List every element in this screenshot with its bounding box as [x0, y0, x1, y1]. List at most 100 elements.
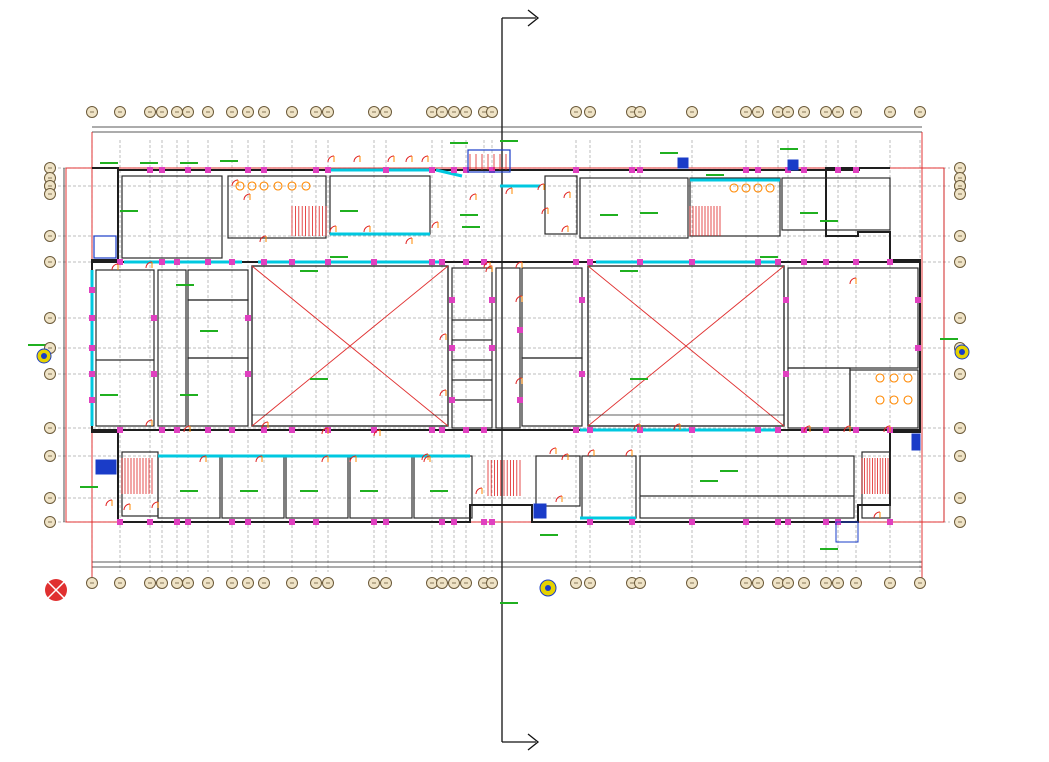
grid-bubble — [226, 106, 238, 118]
column — [887, 519, 893, 525]
column — [887, 259, 893, 265]
column — [451, 519, 457, 525]
column — [325, 259, 331, 265]
annotation-mark — [706, 174, 724, 176]
exterior-walls — [91, 167, 921, 523]
annotation-mark — [340, 210, 358, 212]
door-swing — [123, 503, 131, 511]
grid-bubble — [242, 106, 254, 118]
column — [587, 259, 593, 265]
column — [579, 297, 585, 303]
grid-bubble — [156, 106, 168, 118]
column — [245, 519, 251, 525]
column — [801, 259, 807, 265]
annotation-mark — [28, 344, 46, 346]
column — [775, 259, 781, 265]
grid-bubble — [832, 106, 844, 118]
column — [261, 427, 267, 433]
column — [439, 519, 445, 525]
grid-bubble — [44, 256, 56, 268]
grid-lines-vertical — [91, 140, 921, 572]
grid-bubble — [570, 106, 582, 118]
column — [823, 427, 829, 433]
annotation-mark — [180, 162, 198, 164]
column — [313, 519, 319, 525]
door-swing — [873, 511, 881, 519]
column — [439, 427, 445, 433]
column — [245, 371, 251, 377]
door-swing — [515, 377, 523, 385]
section-cut-line — [501, 9, 540, 751]
door-swing — [587, 449, 595, 457]
grid-bubble — [782, 106, 794, 118]
column — [89, 287, 95, 293]
annotation-mark — [100, 394, 118, 396]
column — [743, 167, 749, 173]
column — [915, 345, 921, 351]
grid-bubble — [258, 106, 270, 118]
structural-columns — [89, 167, 921, 525]
grid-bubble — [448, 106, 460, 118]
grid-bubble — [914, 106, 926, 118]
column — [489, 297, 495, 303]
grid-bubble — [44, 450, 56, 462]
door-swing — [469, 193, 477, 201]
annotation-mark — [660, 152, 678, 154]
column — [463, 259, 469, 265]
door-swing — [405, 237, 413, 245]
grid-bubble — [226, 577, 238, 589]
grid-bubbles-top — [86, 106, 926, 118]
grid-bubble — [460, 106, 472, 118]
column — [89, 345, 95, 351]
blue-markers — [93, 149, 921, 543]
grid-bubble — [144, 577, 156, 589]
grid-bubble — [310, 577, 322, 589]
grid-bubble — [86, 106, 98, 118]
grid-bubble — [954, 256, 966, 268]
door-swing — [485, 265, 493, 273]
column — [205, 427, 211, 433]
grid-bubble — [954, 230, 966, 242]
column — [117, 427, 123, 433]
column — [89, 315, 95, 321]
column — [573, 259, 579, 265]
door-swing — [515, 295, 523, 303]
column — [755, 167, 761, 173]
door-swing — [105, 499, 113, 507]
column — [835, 167, 841, 173]
grid-bubble — [114, 577, 126, 589]
grid-bubbles-bottom — [86, 577, 926, 589]
column — [587, 519, 593, 525]
grid-bubble — [460, 577, 472, 589]
door-swing — [405, 155, 413, 163]
annotation-mark — [620, 270, 638, 272]
grid-bubble — [884, 577, 896, 589]
column — [147, 519, 153, 525]
grid-bubble — [202, 106, 214, 118]
grid-bubble — [686, 577, 698, 589]
column — [371, 259, 377, 265]
grid-bubble — [954, 492, 966, 504]
door-swing — [259, 235, 267, 243]
door-swing — [549, 447, 557, 455]
grid-bubbles-left — [44, 162, 56, 528]
door-swing — [353, 155, 361, 163]
elevation-marker-right — [954, 344, 970, 360]
grid-bubble — [171, 577, 183, 589]
grid-bubble — [634, 577, 646, 589]
annotation-mark — [180, 394, 198, 396]
door-swing — [327, 155, 335, 163]
annotation-mark — [180, 490, 198, 492]
column — [371, 427, 377, 433]
grid-bubble — [286, 106, 298, 118]
grid-bubble — [486, 577, 498, 589]
grid-bubble — [752, 106, 764, 118]
annotation-mark — [220, 160, 238, 162]
column — [629, 519, 635, 525]
column — [147, 167, 153, 173]
grid-bubble — [44, 230, 56, 242]
annotation-mark — [140, 162, 158, 164]
annotation-mark — [460, 214, 478, 216]
grid-bubble — [448, 577, 460, 589]
annotation-mark — [120, 210, 138, 212]
